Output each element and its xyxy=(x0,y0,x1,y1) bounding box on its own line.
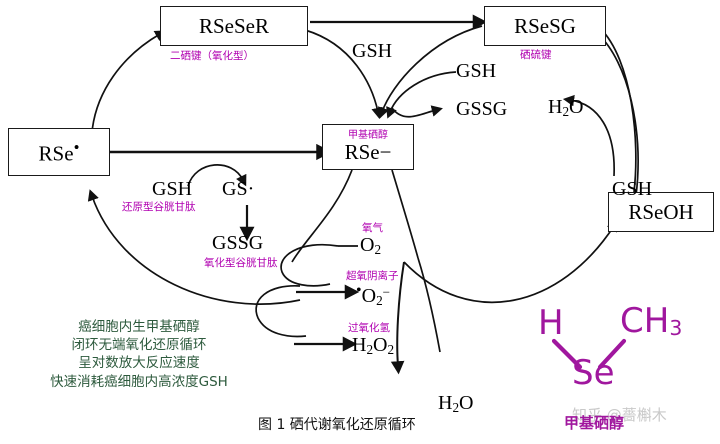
label-gsh-left-cn: 还原型谷胱甘肽 xyxy=(122,201,196,213)
watermark: 知乎 @薔槲木 xyxy=(572,406,667,424)
summary-note-line-2: 闭环无端氧化还原循环 xyxy=(71,337,207,354)
curve-rse-anion-right-stem xyxy=(391,169,419,259)
node-rse-anion[interactable]: 甲基硒醇 RSe− xyxy=(322,124,414,170)
species-superoxide: •O2− xyxy=(356,282,391,309)
species-gs-radical: GS· xyxy=(222,178,255,200)
label-rseser-cn: 二硒键（氧化型） xyxy=(170,50,254,62)
species-hydrogen-peroxide: H2O2 xyxy=(352,334,395,357)
species-dioxygen: O2 xyxy=(360,234,382,257)
summary-note-line-4: 快速消耗癌细胞内高浓度GSH xyxy=(50,373,228,390)
curve-rsesg-to-rseoh-side xyxy=(599,27,637,193)
curve-right-stem-down xyxy=(417,257,441,353)
node-rsesg-formula: RSeSG xyxy=(514,13,576,38)
summary-note-line-1: 癌细胞内生甲基硒醇 xyxy=(78,319,200,335)
species-water-upper-right: H2O xyxy=(548,96,584,119)
label-hydrogen-peroxide-cn: 过氧化氢 xyxy=(348,322,390,334)
node-rsesg[interactable]: RSeSG xyxy=(484,6,606,46)
species-water-bottom: H2O xyxy=(438,392,474,415)
species-gsh-left: GSH xyxy=(152,178,193,200)
atom-selenium: Se xyxy=(572,353,615,393)
node-rseoh-formula: RSeOH xyxy=(628,199,694,224)
arrow-bottom-to-rseoh xyxy=(403,220,618,304)
node-rseoh[interactable]: RSeOH xyxy=(608,192,714,232)
summary-notes: 癌细胞内生甲基硒醇 闭环无端氧化还原循环 呈对数放大反应速度 快速消耗癌细胞内高… xyxy=(26,318,252,391)
label-rse-anion-cn: 甲基硒醇 xyxy=(348,130,388,142)
node-rse-radical[interactable]: RSe• xyxy=(8,128,110,176)
label-gssg-left-cn: 氧化型谷胱甘肽 xyxy=(204,257,278,269)
curve-h2o2-loop xyxy=(255,285,307,338)
label-o2-cn: 氧气 xyxy=(362,222,383,234)
label-methylselenol-name: 甲基硒醇 xyxy=(564,414,625,432)
arrow-rseoh-to-rsesg xyxy=(592,29,639,197)
node-rseser-formula: RSeSeR xyxy=(198,13,269,38)
species-gssg-left: GSSG xyxy=(212,232,264,254)
curve-rse-anion-to-o2-loops xyxy=(291,169,353,263)
summary-note-line-3: 呈对数放大反应速度 xyxy=(78,355,200,372)
curve-o2-loop xyxy=(280,243,339,287)
species-gsh-top-mid: GSH xyxy=(352,40,393,62)
atom-hydrogen: H xyxy=(538,303,564,343)
label-rsesg-cn: 硒硫键 xyxy=(520,49,552,61)
node-rseser[interactable]: RSeSeR xyxy=(160,6,308,46)
figure-caption: 图 1 硒代谢氧化还原循环 xyxy=(258,417,416,433)
arrow-junction-to-gssg xyxy=(391,105,443,118)
node-rse-radical-formula: RSe• xyxy=(38,137,80,166)
label-superoxide-cn: 超氧阴离子 xyxy=(346,270,399,282)
species-gsh-right: GSH xyxy=(612,178,653,200)
species-gssg-right: GSSG xyxy=(456,98,508,120)
species-gsh-top-right: GSH xyxy=(456,60,497,82)
node-rse-anion-formula: RSe− xyxy=(344,139,392,164)
arrow-rse-to-rseser xyxy=(91,30,167,133)
atom-methyl: CH3 xyxy=(620,301,683,341)
arrow-gsh-into-rse-anion xyxy=(386,71,457,119)
